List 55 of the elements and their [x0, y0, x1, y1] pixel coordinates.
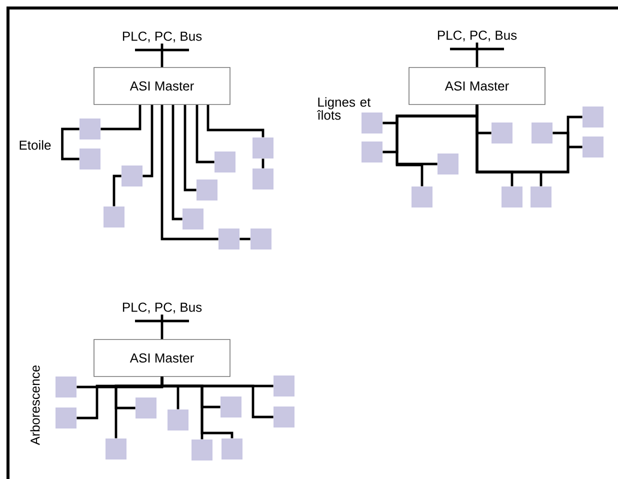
topology-label: Etoile	[20, 140, 51, 150]
bus-line	[112, 174, 122, 206]
slave-box	[532, 122, 552, 144]
slave-box	[214, 152, 236, 172]
slave-box	[274, 406, 294, 428]
slave-box	[192, 440, 212, 460]
topology-label: Arborescence	[30, 365, 40, 446]
slave-box	[252, 168, 274, 190]
slave-box	[182, 208, 204, 230]
slave-box	[80, 118, 100, 140]
bus-line	[172, 104, 182, 220]
topology-label: Lignes et îlots	[316, 97, 371, 120]
bus-line	[160, 376, 274, 418]
bus-line	[160, 44, 164, 68]
source-label: PLC, PC, Bus	[122, 32, 202, 42]
slave-box	[56, 408, 76, 428]
slave-box	[80, 148, 100, 170]
slave-box	[502, 186, 522, 208]
slave-box	[104, 206, 124, 228]
bus-line	[262, 158, 264, 168]
bus-line	[240, 238, 250, 240]
bus-line	[476, 42, 478, 68]
bus-line	[61, 128, 80, 160]
slave-box	[168, 410, 188, 430]
slave-box	[362, 142, 382, 162]
source-label: PLC, PC, Bus	[438, 30, 517, 42]
bus-line	[184, 104, 196, 192]
slave-box	[582, 136, 604, 158]
master-box: ASI Master	[408, 67, 546, 105]
master-box: ASI Master	[94, 67, 230, 105]
slave-box	[492, 122, 512, 144]
slave-box	[122, 166, 142, 186]
bus-line	[160, 314, 164, 340]
slave-box	[196, 180, 218, 200]
bus-line	[206, 104, 264, 138]
slave-box	[56, 376, 76, 398]
slave-box	[218, 228, 240, 250]
bus-line	[100, 104, 142, 130]
bus-line	[196, 104, 214, 164]
slave-box	[220, 396, 242, 418]
slave-box	[250, 228, 272, 250]
slave-box	[252, 138, 274, 158]
slave-box	[274, 376, 294, 396]
slave-box	[582, 106, 604, 128]
source-label: PLC, PC, Bus	[122, 302, 202, 314]
slave-box	[222, 438, 242, 460]
bus-line	[142, 104, 154, 178]
slave-box	[106, 438, 126, 460]
slave-box	[412, 186, 432, 208]
bus-line	[160, 104, 218, 240]
slave-box	[530, 186, 552, 208]
slave-box	[438, 154, 458, 174]
master-box: ASI Master	[94, 339, 230, 377]
slave-box	[136, 398, 156, 418]
slave-box	[362, 112, 382, 134]
